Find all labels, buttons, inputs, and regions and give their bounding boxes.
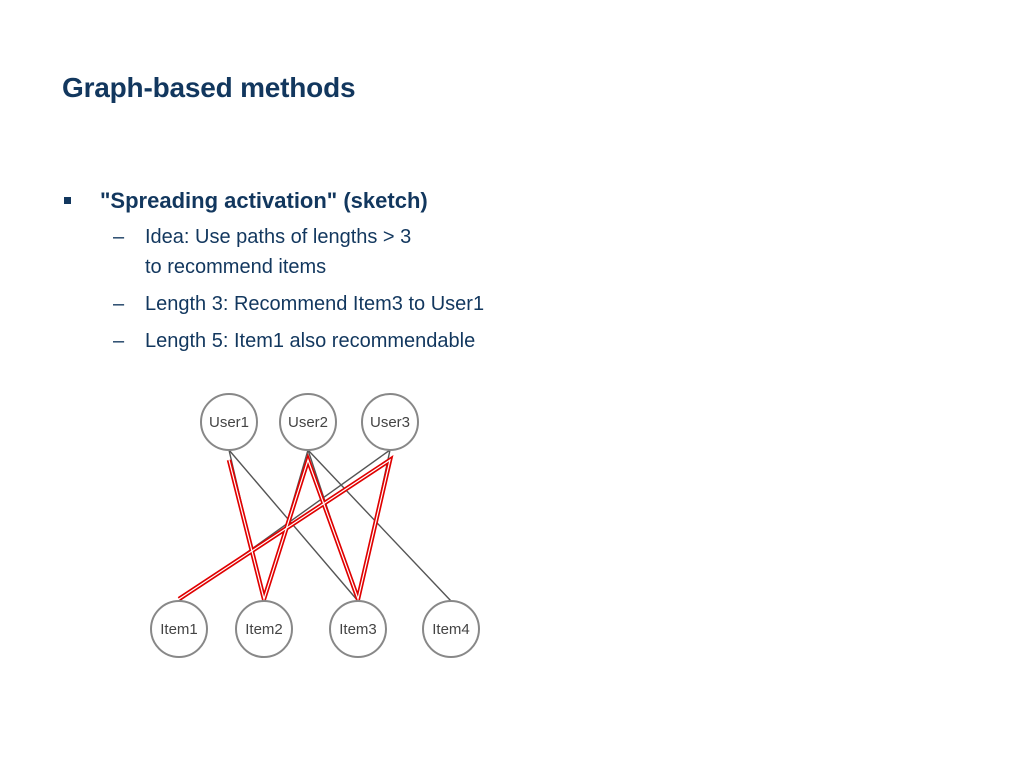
sub-bullet-length-3: – Length 3: Recommend Item3 to User1 <box>62 289 762 319</box>
node-user1 <box>200 393 258 451</box>
dash-bullet-icon: – <box>113 226 125 248</box>
highlighted-path-inner <box>178 458 391 602</box>
node-user3 <box>361 393 419 451</box>
sub-bullet-line: Length 3: Recommend Item3 to User1 <box>145 293 485 315</box>
bullet-spreading-activation: "Spreading activation" (sketch) <box>62 186 762 216</box>
node-label-user1: User1 <box>209 414 249 431</box>
sub-bullet-line: Length 5: Item1 also recommendable <box>145 330 476 352</box>
edge-user2-item4 <box>307 449 452 602</box>
node-item1 <box>150 600 208 658</box>
node-item4 <box>422 600 480 658</box>
node-label-user2: User2 <box>288 414 328 431</box>
slide-title: Graph-based methods <box>62 72 356 103</box>
bullet-text: "Spreading activation" (sketch) <box>100 188 428 213</box>
sub-bullet-list: – Idea: Use paths of lengths > 3 to reco… <box>62 222 762 356</box>
node-label-item2: Item2 <box>245 621 283 638</box>
node-user2 <box>279 393 337 451</box>
dash-bullet-icon: – <box>113 330 125 352</box>
node-label-item3: Item3 <box>339 621 377 638</box>
sub-bullet-length-5: – Length 5: Item1 also recommendable <box>62 326 762 356</box>
sub-bullet-line: Idea: Use paths of lengths > 3 <box>145 226 412 248</box>
node-item2 <box>235 600 293 658</box>
node-label-item4: Item4 <box>432 621 470 638</box>
dash-bullet-icon: – <box>113 293 125 315</box>
sub-bullet-line: to recommend items <box>145 256 327 278</box>
node-item3 <box>329 600 387 658</box>
square-bullet-icon <box>64 197 71 204</box>
sub-bullet-idea: – Idea: Use paths of lengths > 3 to reco… <box>62 222 762 282</box>
node-label-user3: User3 <box>370 414 410 431</box>
node-label-item1: Item1 <box>160 621 198 638</box>
slide-content: "Spreading activation" (sketch) – Idea: … <box>62 186 762 363</box>
